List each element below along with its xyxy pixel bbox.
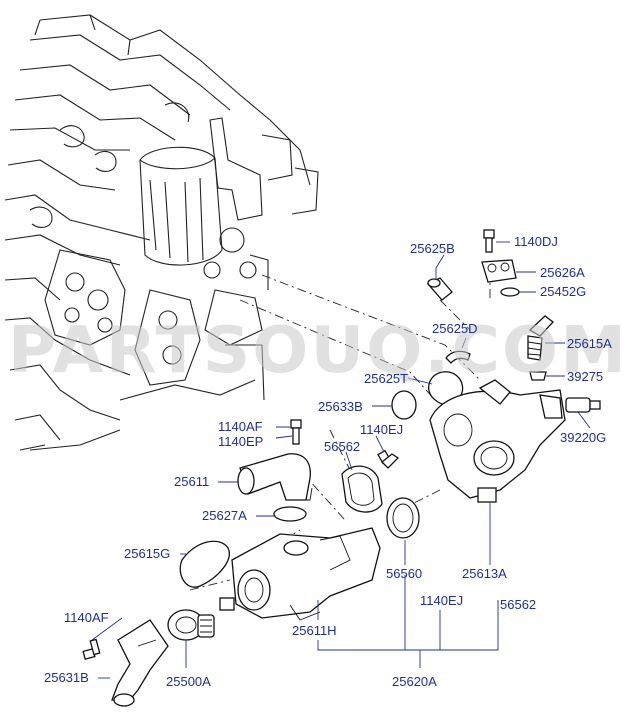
- callout-1140ej-bot[interactable]: 1140EJ: [420, 593, 463, 608]
- watermark-text: PARTSOUQ.COM: [8, 314, 628, 388]
- callout-1140af-top[interactable]: 1140AF: [218, 419, 263, 434]
- callout-25625b[interactable]: 25625B: [410, 241, 455, 256]
- callout-56560[interactable]: 56560: [386, 566, 422, 581]
- gasket-25615g: [179, 540, 230, 588]
- callout-25627a[interactable]: 25627A: [202, 508, 247, 523]
- callout-25625t[interactable]: 25625T: [364, 371, 408, 386]
- fitting-25626a: [481, 259, 517, 283]
- bolt-1140ep: [290, 419, 302, 445]
- oring-25633b: [391, 390, 417, 420]
- callout-25633b[interactable]: 25633B: [318, 399, 363, 414]
- callout-25615a[interactable]: 25615A: [567, 336, 612, 351]
- callout-39275[interactable]: 39275: [567, 369, 603, 384]
- callout-25500a[interactable]: 25500A: [166, 674, 211, 689]
- callout-1140ep[interactable]: 1140EP: [218, 434, 263, 449]
- callout-25620a[interactable]: 25620A: [392, 674, 437, 689]
- oring-25452g: [500, 287, 520, 297]
- callout-25626a[interactable]: 25626A: [540, 265, 585, 280]
- callout-25613a[interactable]: 25613A: [462, 566, 507, 581]
- hose-nipple-25625b: [426, 277, 453, 301]
- bolt-1140ej: [377, 449, 400, 469]
- callout-56562-top[interactable]: 56562: [324, 439, 360, 454]
- engine-block-illustration: [4, 14, 319, 451]
- oring-25627a: [273, 506, 307, 522]
- elbow-25611: [237, 453, 313, 501]
- thermostat-25500a: [167, 609, 215, 641]
- thermostat-housing-25611h: [219, 527, 381, 621]
- bolt-1140af: [82, 638, 101, 660]
- bolt-1140dj: [483, 229, 495, 253]
- pipe-25625d: [445, 350, 471, 364]
- callout-56562-bot[interactable]: 56562: [500, 597, 536, 612]
- sensor-39220g: [565, 397, 601, 413]
- callout-25615g[interactable]: 25615G: [124, 546, 170, 561]
- callout-1140af-bot[interactable]: 1140AF: [64, 610, 109, 625]
- hose-25615a: [527, 315, 554, 361]
- callout-25452g[interactable]: 25452G: [540, 284, 586, 299]
- inlet-fitting-25631b: [111, 619, 169, 707]
- leader-lines: [91, 241, 591, 679]
- callout-1140dj[interactable]: 1140DJ: [514, 234, 558, 249]
- callout-39220g[interactable]: 39220G: [560, 430, 606, 445]
- water-housing-25613a: [429, 379, 566, 503]
- callout-25631b[interactable]: 25631B: [44, 670, 89, 685]
- ring-56560: [386, 497, 420, 539]
- callout-1140ej-top[interactable]: 1140EJ: [360, 422, 403, 437]
- callout-25625d[interactable]: 25625D: [432, 321, 478, 336]
- callout-labels: 25625B 1140DJ 25626A 25452G 25625D 25615…: [44, 234, 612, 689]
- callout-25611h[interactable]: 25611H: [292, 623, 337, 638]
- assembly-centerlines: [189, 270, 491, 591]
- callout-25611[interactable]: 25611: [174, 474, 209, 489]
- clip-39275: [529, 371, 547, 381]
